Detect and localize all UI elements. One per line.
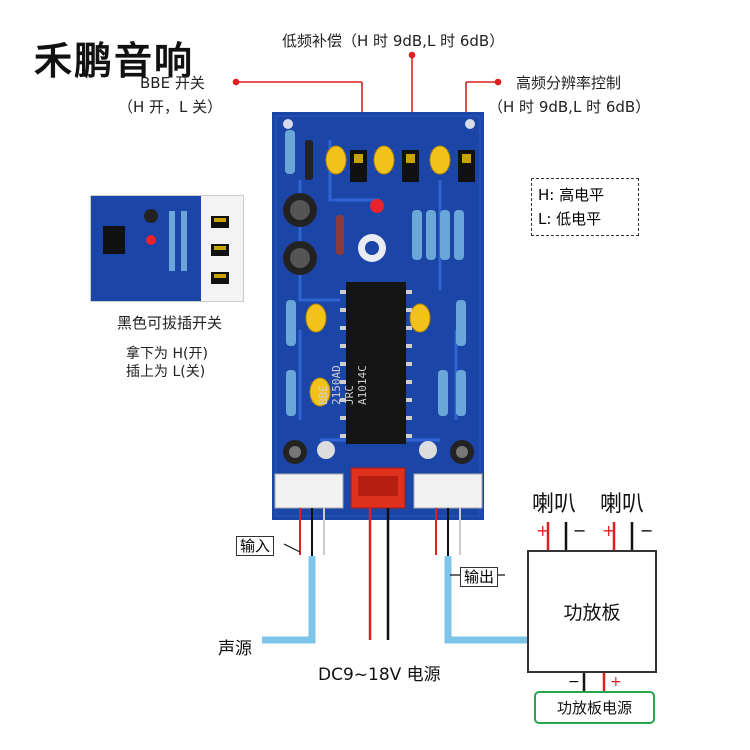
- amplifier-board: 功放板: [527, 550, 657, 673]
- amp-power-box: 功放板电源: [534, 691, 655, 724]
- bbe-hl-label: （H 开，L 关）: [118, 98, 223, 116]
- power-supply-label: DC9~18V 电源: [318, 665, 441, 685]
- remove-note: 拿下为 H(开): [126, 346, 208, 362]
- signal-cables: [262, 556, 530, 644]
- electrolytic-capacitors: [283, 193, 474, 464]
- low-freq-label: 低频补偿（H 时 9dB,L 时 6dB）: [282, 32, 505, 50]
- speaker1-plus: +: [536, 521, 550, 540]
- output-wires: [435, 508, 461, 560]
- legend-low: L: 低电平: [538, 210, 602, 228]
- output-tag: 输出: [460, 567, 499, 587]
- sound-source-label: 声源: [218, 639, 252, 659]
- brand-logo: 禾鹏音响: [34, 38, 195, 83]
- speaker-label-1: 喇叭: [532, 492, 577, 517]
- ic-chip: [340, 282, 412, 444]
- power-wires: [368, 508, 390, 640]
- speaker-wires: [546, 522, 634, 552]
- amp-minus: −: [568, 674, 580, 690]
- chip-line2: JRC A1014C: [343, 365, 369, 405]
- led: [370, 199, 384, 213]
- speaker1-minus: −: [573, 521, 587, 540]
- bbe-switch-label: BBE 开关: [140, 74, 205, 92]
- high-freq-hl-label: （H 时 9dB,L 时 6dB）: [488, 98, 651, 116]
- inset-caption: 黑色可拔插开关: [117, 314, 223, 332]
- amp-plus: +: [610, 674, 622, 690]
- connectors: [274, 467, 483, 509]
- chip-marking: BBE 2150AD JRC A1014C: [317, 355, 369, 405]
- amp-power-label: 功放板电源: [556, 699, 632, 717]
- legend-high: H: 高电平: [538, 186, 605, 204]
- jumper-headers: [350, 150, 475, 182]
- insert-note: 插上为 L(关): [126, 364, 206, 380]
- jumper-inset-photo: [90, 195, 244, 302]
- input-tag: 输入: [236, 536, 275, 556]
- speaker2-minus: −: [640, 521, 654, 540]
- chip-line1: BBE 2150AD: [317, 365, 343, 405]
- speaker2-plus: +: [602, 521, 616, 540]
- high-freq-label: 高频分辨率控制: [516, 74, 622, 92]
- amplifier-label: 功放板: [563, 602, 621, 624]
- resistors: [285, 130, 466, 416]
- input-wires: [299, 508, 325, 560]
- level-legend: H: 高电平 L: 低电平: [531, 178, 639, 236]
- amp-power-wires: [582, 672, 606, 692]
- speaker-label-2: 喇叭: [600, 492, 645, 517]
- ceramic-capacitors: [305, 145, 451, 407]
